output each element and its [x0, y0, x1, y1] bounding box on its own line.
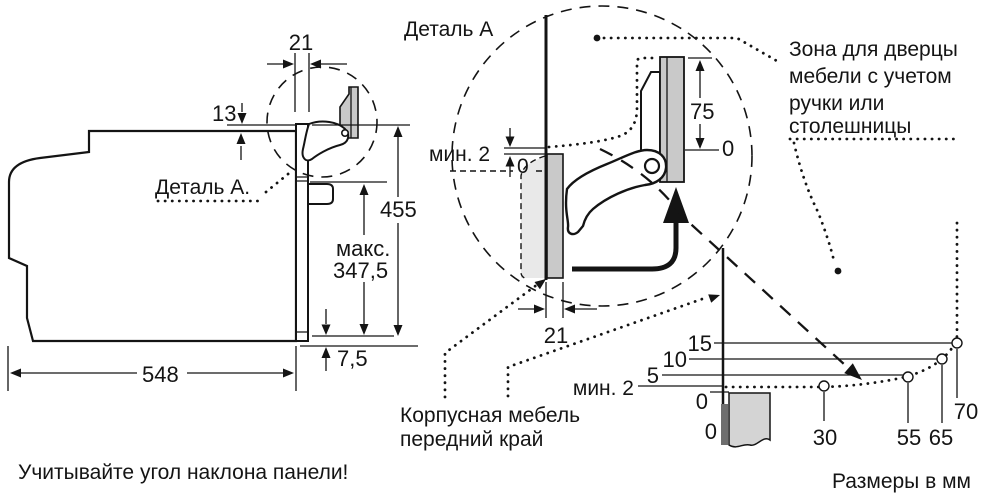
dim-455 [312, 124, 410, 336]
dim-max-347 [310, 181, 387, 335]
marker-70-15 [951, 337, 963, 349]
graph-y-0: 0 [696, 389, 708, 414]
marker-leaders [823, 349, 958, 423]
countertop-edge-strip [721, 404, 728, 445]
graph-y-min2: мин. 2 [573, 377, 634, 400]
graph-y-15: 15 [688, 331, 712, 356]
tilt-note: Учитывайте угол наклона панели! [18, 461, 348, 484]
hinge-arm-small [301, 120, 350, 162]
graph-x-65: 65 [929, 425, 953, 450]
detail-a-circle-small [266, 66, 378, 178]
dim-21-detail [518, 282, 597, 318]
zone-label-1: Зона для дверцы [789, 38, 958, 61]
dim-75-label: 75 [690, 99, 714, 124]
zone-down-leader [792, 141, 836, 263]
cabinet-label-2: передний край [400, 428, 543, 451]
marker-55-5 [902, 371, 914, 383]
door-zone-outline [547, 56, 660, 149]
dim-min-2-label: мин. 2 [429, 143, 490, 166]
zone-leader-dot [593, 34, 601, 42]
swing-path-dashed-leader [599, 147, 846, 366]
detail-a-title: Деталь A [404, 18, 493, 41]
dim-21-left-label: 21 [289, 30, 313, 55]
front-panel-joints [296, 176, 308, 333]
graph-x-0: 0 [705, 419, 717, 444]
cabinet-leader-2 [506, 296, 707, 398]
oven-side-view [7, 53, 418, 391]
zone-down-leader-dot [834, 267, 842, 275]
dim-min-2 [450, 128, 546, 177]
cabinet-leader-1-arrow [534, 279, 546, 290]
door-swing-arrow-head [663, 187, 689, 223]
graph-x-30: 30 [813, 425, 837, 450]
oven-front-panel [295, 123, 309, 342]
cabinet-leader-2-arrow [708, 294, 720, 303]
zone-label-2: мебели с учетом [789, 65, 952, 88]
countertop-section [728, 392, 771, 448]
dashed-leader-arrowhead [844, 363, 862, 380]
door-inner-profile [640, 71, 661, 156]
detail-a-view [443, 5, 862, 399]
clearance-graph [638, 221, 963, 448]
hinge-arm-large [564, 148, 668, 236]
dim-21-left [267, 53, 347, 112]
dim-548-label: 548 [142, 362, 179, 387]
units-note: Размеры в мм [832, 470, 971, 493]
zone-label-4: столешницы [789, 115, 911, 138]
door-swing-arrow-stem [572, 222, 679, 272]
graph-y-5: 5 [647, 363, 659, 388]
oven-frame-section [546, 153, 564, 279]
cabinet-label-1: Корпусная мебель [400, 404, 580, 427]
zone-label-3: ручки или [789, 92, 884, 115]
graph-y-10: 10 [663, 347, 687, 372]
marker-65-10 [936, 353, 948, 365]
dim-455-label: 455 [380, 197, 417, 222]
furniture-door-reference [521, 157, 545, 278]
dim-21-detail-label: 21 [544, 323, 568, 348]
door-hinge-lug [307, 183, 334, 205]
dim-75 [685, 57, 719, 151]
hinge-pivot-large [643, 157, 661, 175]
graph-x-70: 70 [954, 399, 978, 424]
detail-callout-label: Деталь A. [155, 176, 250, 199]
cabinet-leader-1 [443, 282, 540, 399]
dim-zero-level-label: 0 [722, 136, 734, 161]
marker-30-2 [818, 380, 830, 392]
dim-max-label-1: макс. [336, 236, 390, 261]
hinge-pivot-small [340, 129, 349, 138]
zone-annotation-links [788, 137, 959, 275]
dim-13 [227, 103, 296, 160]
dim-zero-gap-label: 0 [517, 155, 529, 178]
detail-a-circle-large [451, 5, 753, 307]
dim-13-label: 13 [212, 101, 236, 126]
detail-callout-leader [264, 168, 295, 194]
furniture-door-dashed-edge [520, 155, 546, 280]
diagram-text: 21 13 Деталь A. 455 макс. 347,5 7,5 548 … [18, 18, 978, 493]
dim-max-label-2: 347,5 [333, 258, 388, 283]
dim-7-5 [300, 309, 418, 371]
graph-x-55: 55 [897, 425, 921, 450]
oven-body-outline [7, 129, 298, 343]
dim-548 [7, 346, 297, 391]
zone-leader-dotted [602, 36, 779, 63]
dim-7-5-label: 7,5 [337, 346, 368, 371]
